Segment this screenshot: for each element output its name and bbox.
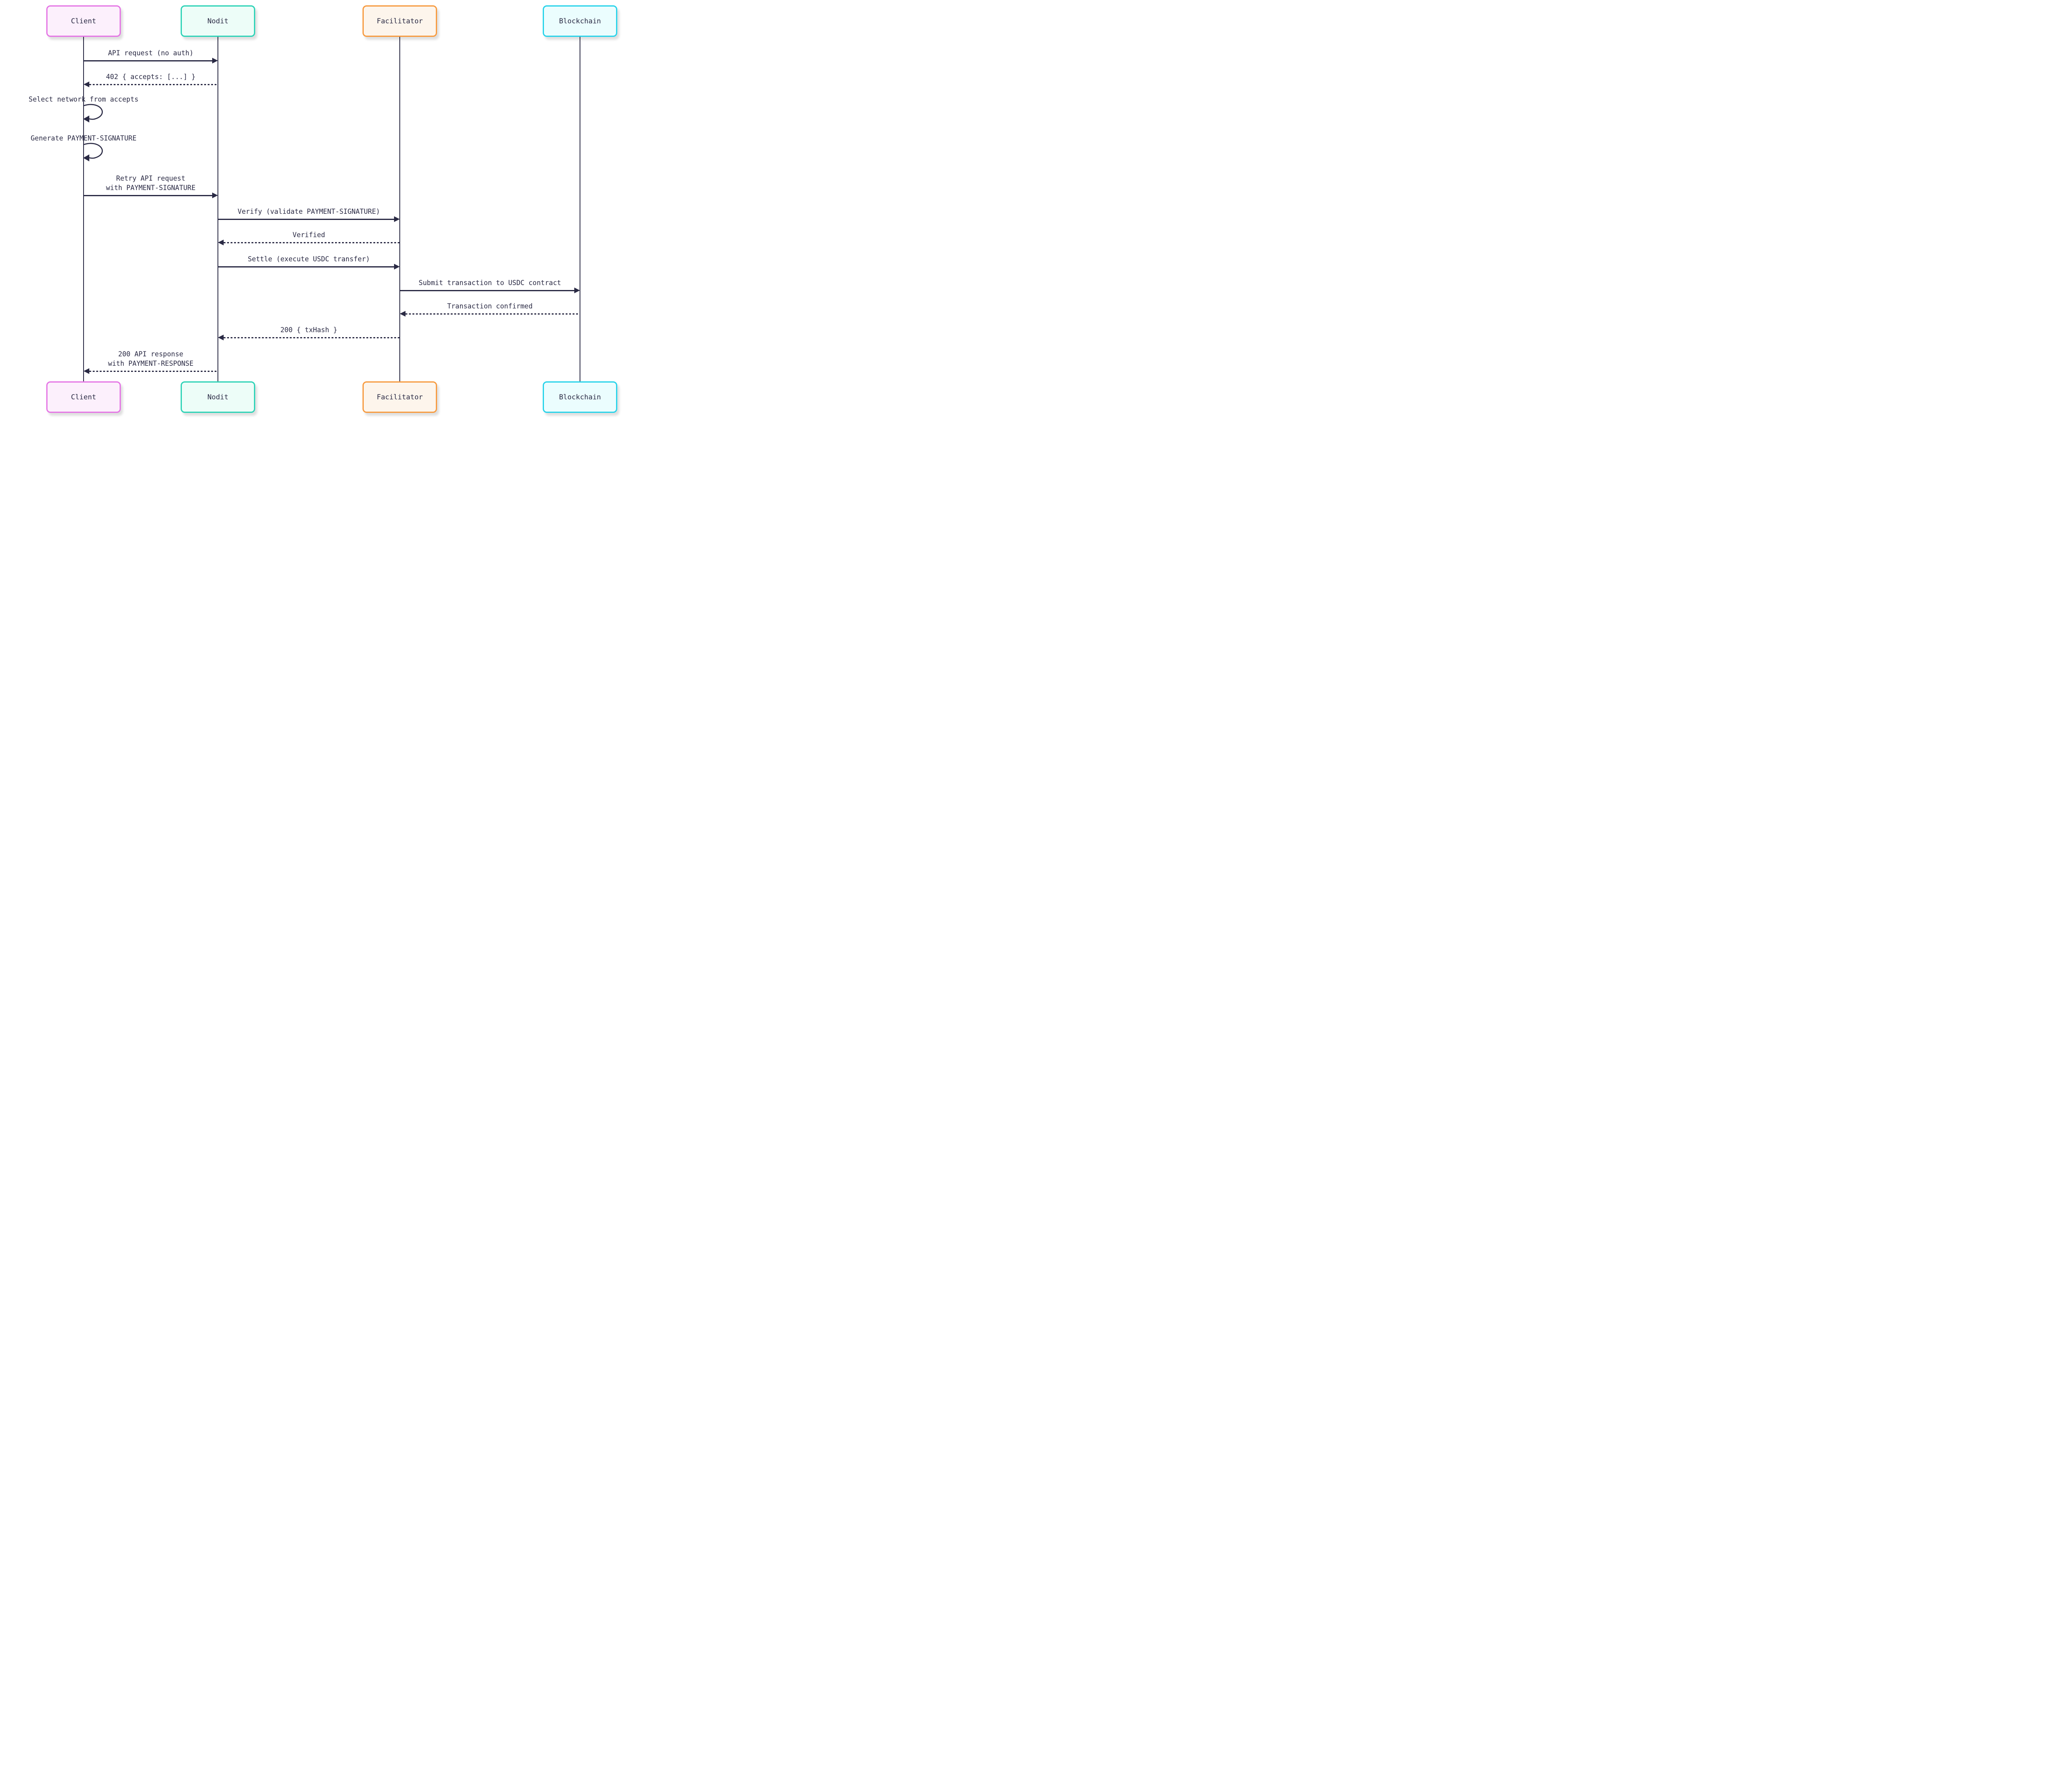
- actor-blockchain-bottom: Blockchain: [543, 381, 617, 413]
- message-arrow: [400, 290, 575, 291]
- message-arrow: [84, 195, 213, 196]
- actor-nodit-top: Nodit: [181, 5, 255, 37]
- message-label: Settle (execute USDC transfer): [247, 255, 370, 263]
- lifeline-facilitator: [399, 37, 400, 381]
- lifeline-nodit: [217, 37, 218, 381]
- message-label: Verified: [292, 231, 325, 239]
- arrowhead-right-icon: [212, 193, 218, 198]
- message-label: API request (no auth): [108, 49, 194, 57]
- message-label: Select network from accepts: [28, 95, 139, 103]
- actor-client-top: Client: [46, 5, 121, 37]
- message-label: 200 { txHash }: [280, 326, 338, 334]
- arrowhead-left-icon: [400, 311, 406, 317]
- message-arrow: [224, 242, 400, 243]
- message-arrow: [89, 84, 218, 85]
- arrowhead-right-icon: [394, 216, 400, 222]
- message-label: 200 API response with PAYMENT-RESPONSE: [108, 350, 194, 367]
- message-arrow: [89, 371, 218, 372]
- arrowhead-right-icon: [394, 264, 400, 270]
- actor-facilitator-label: Facilitator: [376, 393, 423, 401]
- actor-client-bottom: Client: [46, 381, 121, 413]
- actor-facilitator-bottom: Facilitator: [362, 381, 437, 413]
- arrowhead-left-icon: [84, 82, 89, 87]
- actor-nodit-label: Nodit: [207, 17, 229, 25]
- message-label: Verify (validate PAYMENT-SIGNATURE): [238, 208, 380, 215]
- arrowhead-right-icon: [574, 288, 580, 293]
- message-arrow: [218, 266, 394, 267]
- message-arrow: [224, 337, 400, 338]
- lifeline-client: [83, 37, 84, 381]
- message-label: Submit transaction to USDC contract: [419, 279, 561, 287]
- message-arrow: [406, 313, 580, 315]
- arrowhead-left-icon: [84, 368, 89, 374]
- message-arrow: [218, 219, 394, 220]
- actor-nodit-label: Nodit: [207, 393, 229, 401]
- message-label: 402 { accepts: [...] }: [106, 73, 196, 81]
- actor-facilitator-top: Facilitator: [362, 5, 437, 37]
- message-label: Generate PAYMENT-SIGNATURE: [30, 134, 137, 142]
- self-loop-arrow-icon: [83, 143, 103, 161]
- actor-blockchain-label: Blockchain: [559, 17, 601, 25]
- actor-nodit-bottom: Nodit: [181, 381, 255, 413]
- actor-client-label: Client: [71, 17, 96, 25]
- actor-client-label: Client: [71, 393, 96, 401]
- arrowhead-left-icon: [218, 240, 224, 245]
- message-label: Retry API request with PAYMENT-SIGNATURE: [106, 174, 196, 192]
- arrowhead-right-icon: [212, 58, 218, 63]
- actor-facilitator-label: Facilitator: [376, 17, 423, 25]
- sequence-diagram: Client Nodit Facilitator Blockchain API …: [0, 0, 633, 428]
- actor-blockchain-label: Blockchain: [559, 393, 601, 401]
- message-label: Transaction confirmed: [447, 302, 533, 310]
- self-loop-arrow-icon: [83, 104, 103, 122]
- actor-blockchain-top: Blockchain: [543, 5, 617, 37]
- message-arrow: [84, 60, 213, 61]
- arrowhead-left-icon: [218, 335, 224, 340]
